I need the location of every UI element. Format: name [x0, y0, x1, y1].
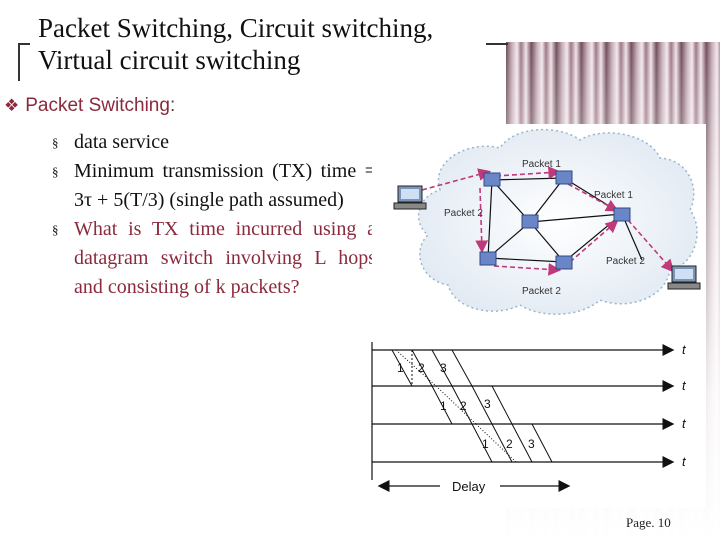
router-icon — [555, 170, 573, 185]
packet-number: 1 — [482, 437, 489, 451]
square-bullet-icon: § — [52, 222, 59, 237]
router-icon — [521, 214, 539, 229]
main-bullet-text: Packet Switching — [25, 95, 170, 116]
packet-number: 3 — [528, 437, 535, 451]
router-icon — [613, 207, 631, 222]
square-bullet-icon: § — [52, 164, 59, 179]
packet-number: 2 — [460, 399, 467, 413]
packet-label: Packet 2 — [444, 208, 483, 219]
page-number: Page. 10 — [626, 515, 671, 530]
packet-paths — [421, 166, 675, 276]
packet-number: 3 — [484, 397, 491, 411]
time-axis-label: t — [682, 342, 687, 357]
packet-number: 1 — [397, 361, 404, 375]
packet-label: Packet 2 — [522, 286, 561, 297]
bullet-text: What is TX time incurred using a datagra… — [74, 218, 376, 298]
diamond-bullet-icon: ❖ — [4, 96, 20, 115]
time-axis-label: t — [682, 378, 687, 393]
square-bullet-icon: § — [52, 135, 59, 150]
packet-number: 3 — [440, 361, 447, 375]
packet-label: Packet 1 — [522, 159, 561, 170]
router-icon — [483, 172, 501, 187]
packet-number: 2 — [418, 361, 425, 375]
slide-title: Packet Switching, Circuit switching, Vir… — [38, 13, 434, 75]
routers — [479, 170, 631, 270]
packet-number: 1 — [440, 399, 447, 413]
bullet-list: § data service § Minimum transmission (T… — [52, 128, 376, 302]
time-axis-label: t — [682, 416, 687, 431]
source-computer-icon — [393, 185, 427, 210]
list-item: § Minimum transmission (TX) time = 3τ + … — [52, 157, 376, 215]
title-background — [30, 6, 486, 86]
list-item: § data service — [52, 128, 376, 157]
main-bullet: ❖ Packet Switching: — [4, 95, 175, 117]
bullet-text: data service — [74, 131, 169, 153]
title-frame-line-left — [18, 43, 20, 81]
timing-diagram: t t t t 1 — [371, 342, 687, 496]
packet-number: 2 — [506, 437, 513, 451]
destination-computer-icon — [667, 265, 701, 290]
delay-label: Delay — [452, 479, 486, 494]
router-icon — [479, 251, 497, 266]
router-icon — [555, 255, 573, 270]
time-axis-label: t — [682, 454, 687, 469]
main-bullet-colon: : — [169, 95, 176, 116]
packet-label: Packet 2 — [606, 256, 645, 267]
list-item: § What is TX time incurred using a datag… — [52, 215, 376, 302]
packet-label: Packet 1 — [594, 190, 633, 201]
bullet-text: Minimum transmission (TX) time = 3τ + 5(… — [74, 160, 376, 211]
